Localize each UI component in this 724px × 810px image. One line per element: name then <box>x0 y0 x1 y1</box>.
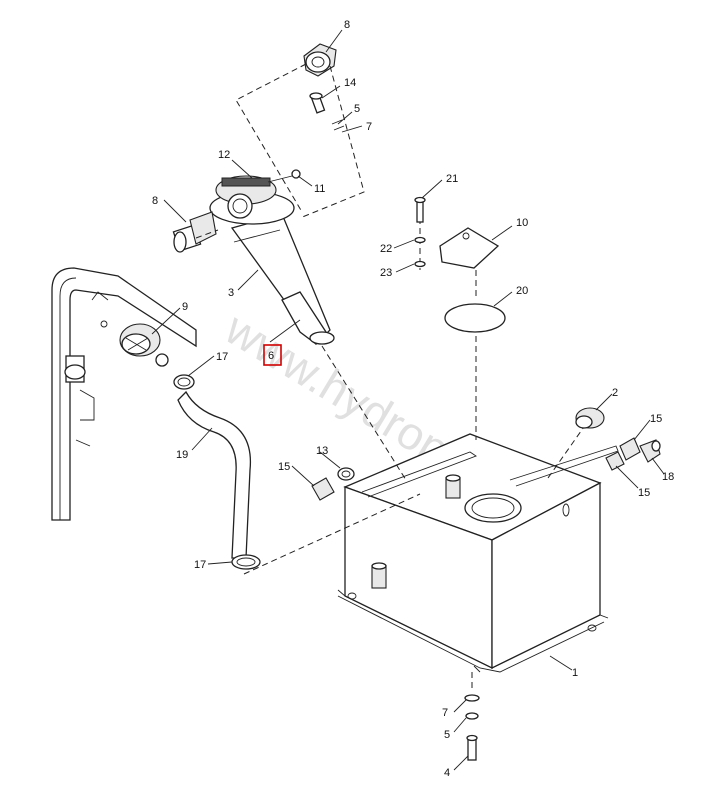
callout-labels: 8 14 5 7 12 11 8 3 9 17 19 17 21 10 22 2… <box>152 19 674 779</box>
callout-7-lower: 7 <box>442 707 448 719</box>
callout-20: 20 <box>516 285 528 297</box>
fitting-15-right-upper <box>619 437 641 461</box>
clamp-17-lower <box>231 554 261 570</box>
callout-23: 23 <box>380 267 392 279</box>
callout-14: 14 <box>344 77 356 89</box>
callout-12: 12 <box>218 149 230 161</box>
clamp-17-upper <box>155 353 195 390</box>
leader-lines <box>151 29 665 771</box>
fitting-2 <box>575 407 605 429</box>
callout-8-upper: 8 <box>344 19 350 31</box>
callout-4: 4 <box>444 767 450 779</box>
callout-22: 22 <box>380 243 392 255</box>
hose-19 <box>177 390 252 559</box>
callout-6-highlight[interactable]: 6 <box>263 344 282 366</box>
bolt-14-washers <box>309 92 345 131</box>
callout-7-upper: 7 <box>366 121 372 133</box>
callout-15-right-upper: 15 <box>650 413 662 425</box>
callout-19: 19 <box>176 449 188 461</box>
callout-6: 6 <box>268 350 274 362</box>
fitting-15-left <box>311 477 335 501</box>
callout-18: 18 <box>662 471 674 483</box>
fitting-8-lower <box>172 211 217 253</box>
fitting-13 <box>337 467 355 481</box>
callout-17-lower: 17 <box>194 559 206 571</box>
callout-5-upper: 5 <box>354 103 360 115</box>
callout-10: 10 <box>516 217 528 229</box>
callout-3: 3 <box>228 287 234 299</box>
bolt-21-washers <box>414 196 426 268</box>
callout-8-lower: 8 <box>152 195 158 207</box>
bottom-hardware <box>464 694 480 761</box>
callout-13: 13 <box>316 445 328 457</box>
callout-15-right-lower: 15 <box>638 487 650 499</box>
fitting-18 <box>639 439 661 463</box>
callout-15-left: 15 <box>278 461 290 473</box>
callout-21: 21 <box>446 173 458 185</box>
fitting-15-right-lower <box>605 451 625 471</box>
breather-cap-9 <box>119 323 161 357</box>
callout-5-lower: 5 <box>444 729 450 741</box>
callout-9: 9 <box>182 301 188 313</box>
gasket-20 <box>444 303 506 333</box>
callout-11: 11 <box>314 183 325 195</box>
fitting-8-upper <box>303 43 337 77</box>
bracket-frame <box>51 267 197 521</box>
callout-17-upper: 17 <box>216 351 228 363</box>
filler-cap-assembly <box>209 169 301 225</box>
cover-10 <box>439 227 500 269</box>
callout-1: 1 <box>572 667 578 679</box>
callout-2: 2 <box>612 387 618 399</box>
hydraulic-tank <box>337 433 619 673</box>
